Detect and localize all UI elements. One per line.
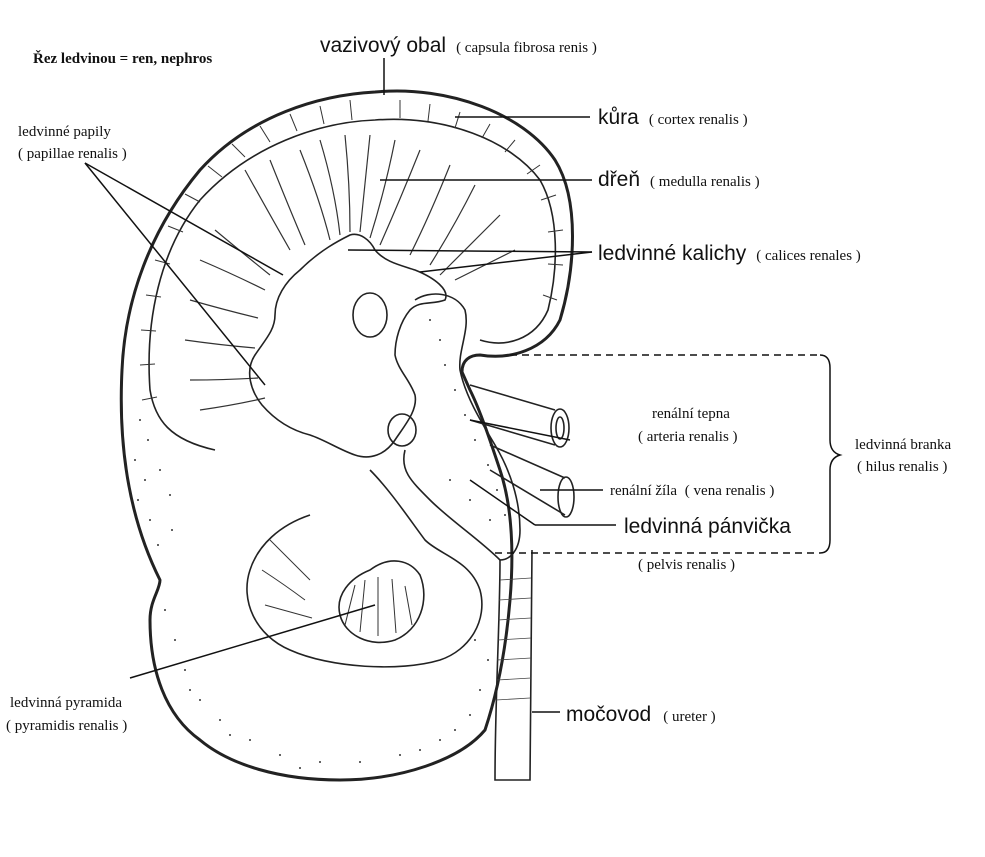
label-capsule: vazivový obal ( capsula fibrosa renis ) bbox=[320, 34, 597, 57]
lower-pyramid-striations bbox=[261, 539, 413, 636]
hilus-bracket bbox=[819, 354, 843, 554]
cortex-striations bbox=[139, 99, 564, 401]
label-ureter-latin: ( ureter ) bbox=[663, 709, 715, 725]
label-pelvis-name: ledvinná pánvička bbox=[624, 515, 791, 538]
label-artery-latin: ( arteria renalis ) bbox=[638, 429, 738, 445]
label-pelvis-latin: ( pelvis renalis ) bbox=[638, 557, 735, 573]
renal-vein-tube bbox=[489, 444, 566, 516]
label-hilus-latin: ( hilus renalis ) bbox=[857, 459, 947, 475]
label-medulla-name: dřeň bbox=[598, 168, 640, 191]
label-calyces-latin: ( calices renales ) bbox=[756, 248, 861, 264]
capsule-stipple bbox=[134, 419, 489, 769]
label-vein-name: renální žíla bbox=[610, 483, 677, 499]
lower-pyramid bbox=[338, 560, 425, 644]
label-calyces-name: ledvinné kalichy bbox=[598, 242, 747, 265]
lower-calyx bbox=[246, 469, 483, 668]
cortex-boundary bbox=[148, 118, 557, 451]
ureter-tube bbox=[494, 549, 533, 781]
label-capsule-latin: ( capsula fibrosa renis ) bbox=[456, 40, 597, 56]
kidney-illustration bbox=[119, 89, 575, 782]
label-capsule-name: vazivový obal bbox=[320, 34, 446, 57]
renal-vessel-section bbox=[387, 413, 417, 447]
label-pyramid-latin: ( pyramidis renalis ) bbox=[6, 718, 127, 734]
label-calyces: ledvinné kalichy ( calices renales ) bbox=[598, 242, 861, 265]
label-cortex-name: kůra bbox=[598, 106, 639, 129]
renal-artery-opening bbox=[550, 408, 570, 448]
renal-artery-lumen bbox=[555, 416, 565, 440]
label-pyramid-name: ledvinná pyramida bbox=[10, 695, 122, 711]
label-hilus-name: ledvinná branka bbox=[855, 437, 952, 453]
ureter-striations bbox=[495, 577, 532, 701]
label-ureter: močovod ( ureter ) bbox=[566, 703, 716, 726]
pelvis-stipple bbox=[429, 319, 506, 521]
label-cortex: kůra ( cortex renalis ) bbox=[598, 106, 748, 129]
calyces-outline bbox=[248, 233, 447, 458]
label-vein: renální žíla ( vena renalis ) bbox=[610, 483, 774, 499]
label-ureter-name: močovod bbox=[566, 703, 651, 726]
renal-artery-tube bbox=[469, 384, 556, 446]
renal-vein-opening bbox=[557, 476, 575, 518]
diagram-title: Řez ledvinou = ren, nephros bbox=[33, 50, 212, 67]
label-medulla: dřeň ( medulla renalis ) bbox=[598, 168, 760, 191]
label-papillae-latin: ( papillae renalis ) bbox=[18, 146, 127, 162]
renal-pelvis bbox=[403, 293, 521, 561]
medulla-pyramids bbox=[184, 134, 516, 411]
kidney-capsule-outline bbox=[119, 89, 574, 782]
label-artery-name: renální tepna bbox=[652, 406, 730, 422]
renal-vessel-section bbox=[352, 292, 388, 338]
label-papillae-name: ledvinné papily bbox=[18, 124, 111, 140]
label-medulla-latin: ( medulla renalis ) bbox=[650, 174, 760, 190]
label-vein-latin: ( vena renalis ) bbox=[685, 483, 775, 499]
label-cortex-latin: ( cortex renalis ) bbox=[649, 112, 748, 128]
leader-lines bbox=[84, 58, 616, 713]
